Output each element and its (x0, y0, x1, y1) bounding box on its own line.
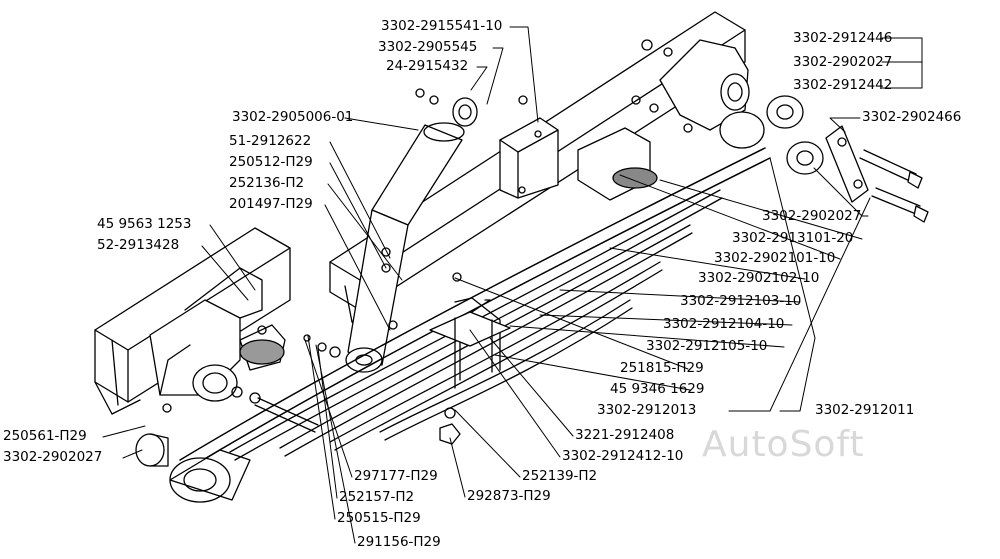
leader-lines (102, 26, 923, 544)
part-label: 3302-2912104-10 (663, 316, 785, 332)
front-spring-bracket (149, 267, 263, 402)
part-label: 250515-П29 (337, 510, 421, 526)
part-label: 201497-П29 (229, 196, 313, 212)
loose-bushing (135, 433, 169, 467)
part-label: 3302-2905006-01 (232, 109, 354, 125)
part-label: 51-2912622 (229, 133, 312, 149)
part-label: 252157-П2 (339, 489, 415, 505)
part-label: 3302-2912103-10 (680, 293, 802, 309)
part-label: 297177-П29 (354, 468, 438, 484)
part-label: 252136-П2 (229, 175, 305, 191)
part-label: 291156-П29 (357, 534, 441, 550)
part-label: 3302-2902102-10 (698, 270, 820, 286)
spring-front-eye (169, 449, 251, 503)
part-label: 3302-2902466 (862, 109, 962, 125)
part-label: 3302-2902101-10 (714, 250, 836, 266)
part-label: 3302-2912105-10 (646, 338, 768, 354)
part-label: 250561-П29 (3, 428, 87, 444)
part-label: 3221-2912408 (575, 427, 675, 443)
part-label: 52-2913428 (97, 237, 180, 253)
part-label: 251815-П29 (620, 360, 704, 376)
part-label: 292873-П29 (467, 488, 551, 504)
upper-shock-bracket (499, 117, 559, 199)
part-label: 3302-2913101-20 (732, 230, 854, 246)
part-label: 24-2915432 (386, 58, 469, 74)
middle-bump-stop (577, 127, 658, 201)
part-label: 3302-2902027 (3, 449, 103, 465)
part-label: 3302-2915541-10 (381, 18, 503, 34)
part-label: 252139-П2 (522, 468, 598, 484)
part-label: 45 9346 1629 (610, 381, 705, 397)
part-label: 3302-2912446 (793, 30, 893, 46)
part-label: 45 9563 1253 (97, 216, 192, 232)
fasteners (162, 39, 693, 445)
part-label: 3302-2912412-10 (562, 448, 684, 464)
part-label: 3302-2912013 (597, 402, 697, 418)
part-label: 3302-2902027 (793, 54, 893, 70)
part-label: 3302-2902027 (762, 208, 862, 224)
shackle-plate (825, 125, 869, 203)
part-label: 250512-П29 (229, 154, 313, 170)
part-label: 3302-2912442 (793, 77, 893, 93)
rear-bushings (719, 95, 824, 175)
part-label: 3302-2905545 (378, 39, 478, 55)
u-bolt-assembly (429, 297, 511, 389)
rear-shackle-bracket (659, 39, 750, 131)
lower-bump-stop (239, 324, 286, 371)
watermark: AutoSoft (702, 424, 865, 465)
part-label: 3302-2912011 (815, 402, 915, 418)
shock-absorber (345, 97, 478, 373)
